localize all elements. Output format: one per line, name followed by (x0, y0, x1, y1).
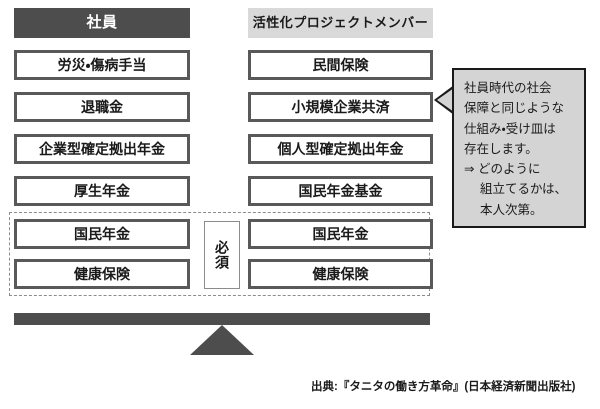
balance-bar (14, 313, 430, 325)
right-column-header: 活性化プロジェクトメンバー (248, 8, 433, 38)
required-label-text: 必須 (214, 240, 231, 270)
right-item-box-3: 個人型確定拠出年金 (248, 134, 433, 164)
fulcrum-triangle-icon (190, 325, 254, 355)
left-item-box-1: 労災・傷病手当 (14, 50, 190, 80)
mandatory-group-outline (9, 212, 430, 296)
right-item-box-2: 小規模企業共済 (248, 92, 433, 122)
right-item-box-1: 民間保険 (248, 50, 433, 80)
right-mandatory-box-1: 国民年金 (248, 219, 433, 249)
callout-box: 社員時代の社会 保障と同じような 仕組み・受け皿は 存在します。 ⇒ どのように… (452, 68, 586, 228)
callout-arrow-fill-icon (437, 88, 454, 112)
left-item-box-3: 企業型確定拠出年金 (14, 134, 190, 164)
callout-text: 社員時代の社会 保障と同じような 仕組み・受け皿は 存在します。 ⇒ どのように… (464, 81, 567, 217)
left-column-header: 社員 (14, 8, 190, 38)
source-attribution: 出典:『タニタの働き方革命』(日本経済新聞出版社) (311, 381, 576, 393)
left-item-box-4: 厚生年金 (14, 176, 190, 206)
left-mandatory-box-2: 健康保険 (14, 259, 190, 289)
left-item-box-2: 退職金 (14, 92, 190, 122)
right-mandatory-box-2: 健康保険 (248, 259, 433, 289)
right-item-box-4: 国民年金基金 (248, 176, 433, 206)
required-label-box: 必須 (204, 221, 240, 289)
left-mandatory-box-1: 国民年金 (14, 219, 190, 249)
